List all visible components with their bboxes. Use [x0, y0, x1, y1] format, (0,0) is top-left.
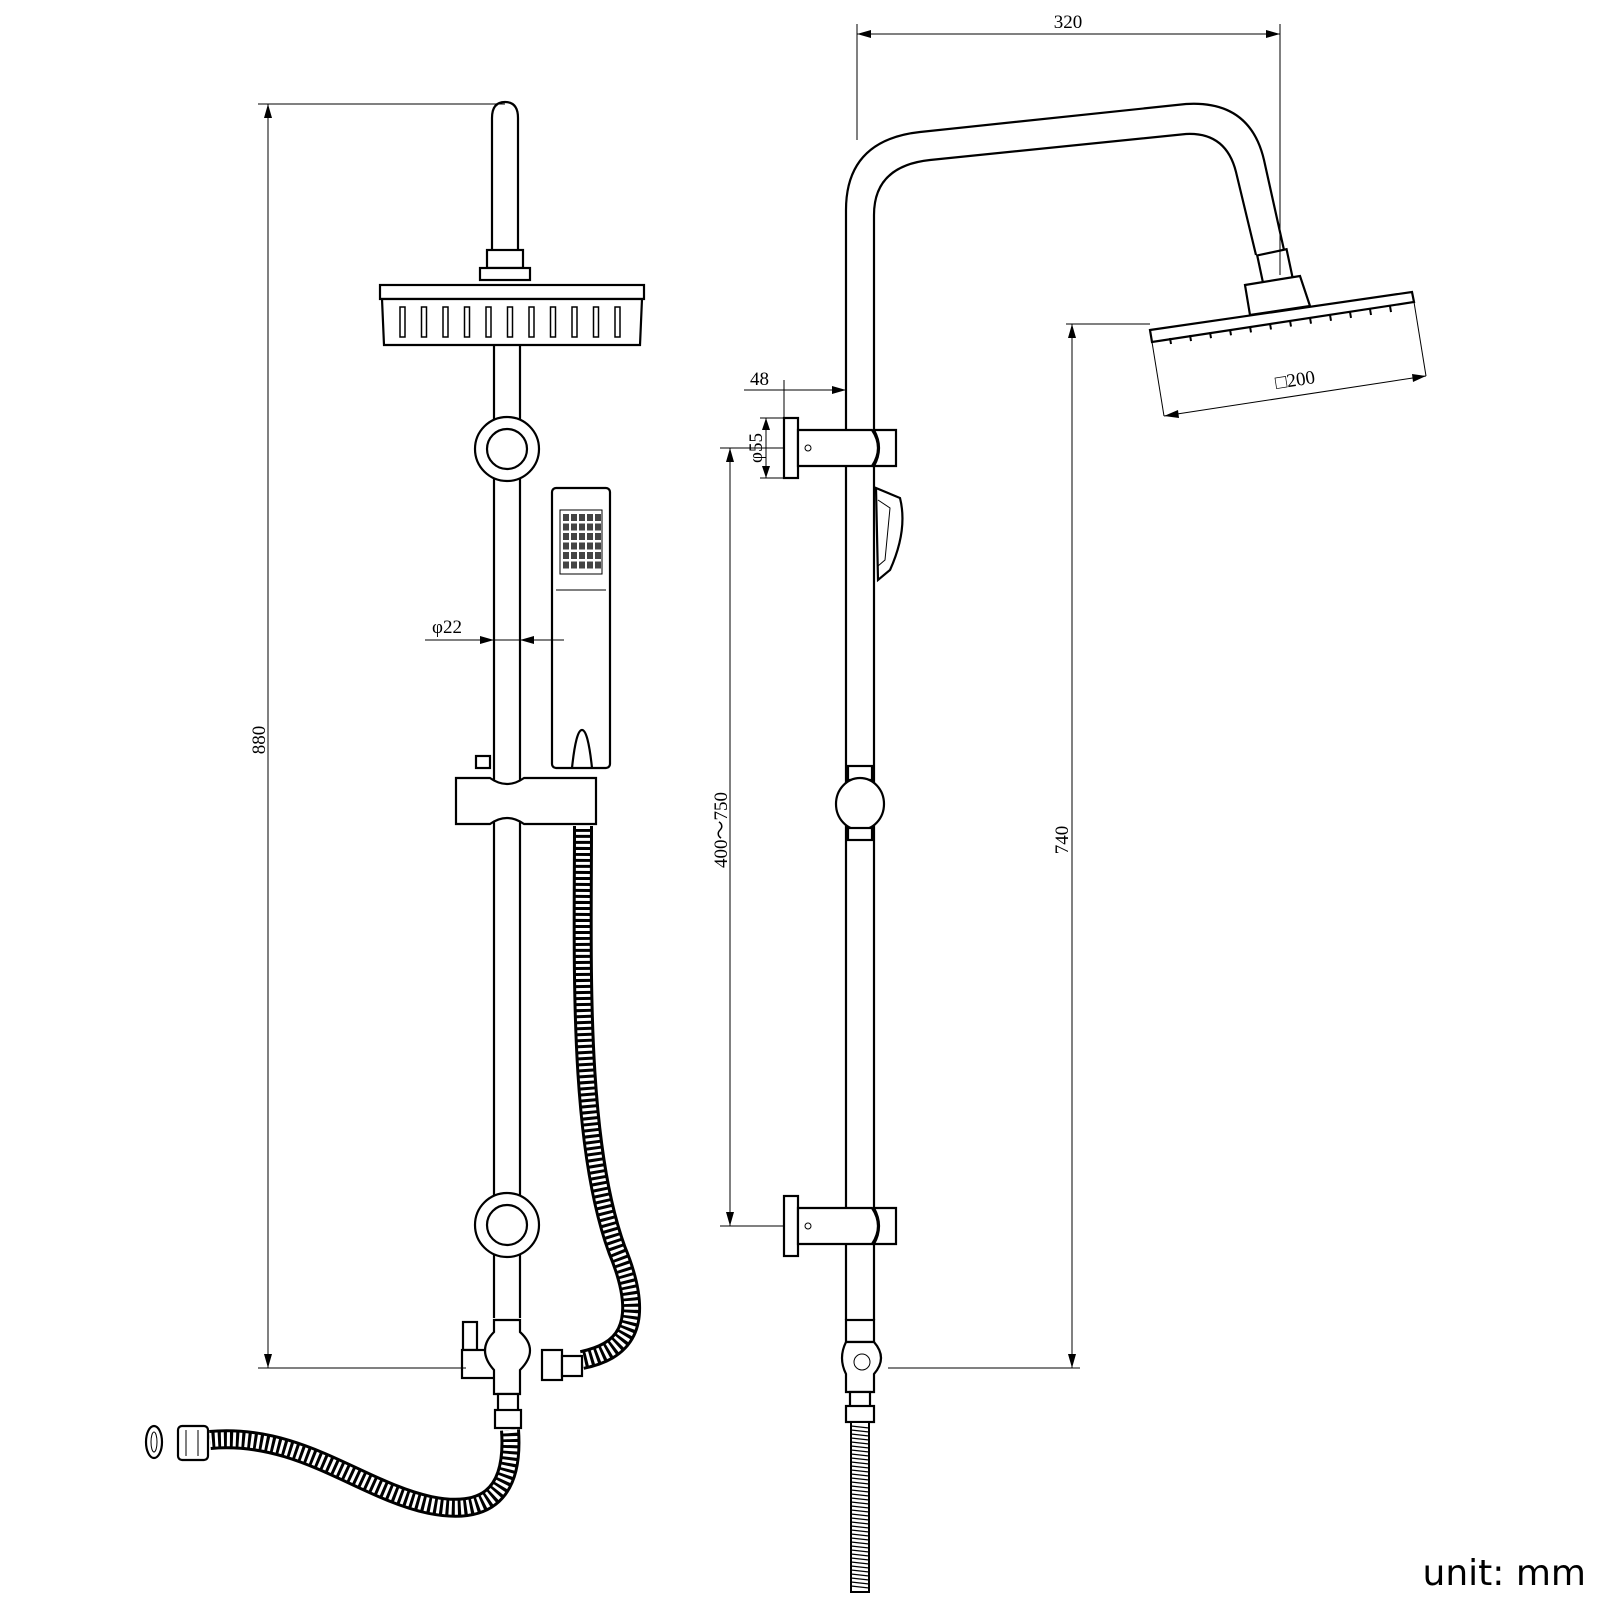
unit-label: unit: mm [1422, 1553, 1586, 1594]
side-hand-shower [874, 486, 904, 583]
hose-nut [176, 1424, 210, 1462]
dim-wall-offset-label: 48 [750, 369, 769, 390]
side-diverter [840, 1318, 883, 1424]
side-lower-bracket [782, 1194, 898, 1258]
side-slider [834, 764, 886, 842]
dim-bracket-spacing: 400～750 [711, 447, 784, 1227]
dim-pipe-diameter: φ22 [425, 617, 564, 644]
side-upper-bracket [782, 416, 898, 480]
washer [144, 1424, 164, 1460]
front-diverter [460, 1318, 584, 1430]
front-riser-top [490, 100, 520, 250]
front-slider [454, 754, 598, 826]
side-view [782, 102, 1416, 1593]
side-riser-outer [844, 102, 1286, 1320]
front-shower-head [378, 283, 646, 347]
side-riser-inner [872, 132, 1258, 1320]
dim-bracket-spacing-label: 400～750 [711, 792, 732, 868]
dim-arm-reach: 320 [856, 12, 1281, 275]
dim-arm-reach-label: 320 [1054, 12, 1083, 33]
dim-head-height-label: 740 [1052, 826, 1073, 855]
dim-head-height: 740 [888, 323, 1150, 1369]
front-inlet-hose [209, 1429, 521, 1518]
dim-head-size-label: □200 [1274, 367, 1317, 394]
dim-wall-offset: 48 [744, 369, 846, 418]
dim-total-height: 880 [249, 103, 505, 1369]
dim-pipe-diameter-label: φ22 [432, 617, 462, 638]
front-lower-bracket [473, 1191, 541, 1259]
front-upper-bracket [473, 415, 541, 483]
front-head-connector [485, 248, 525, 270]
front-view [144, 100, 646, 1518]
hand-shower [550, 486, 612, 770]
dim-total-height-label: 880 [249, 726, 270, 755]
